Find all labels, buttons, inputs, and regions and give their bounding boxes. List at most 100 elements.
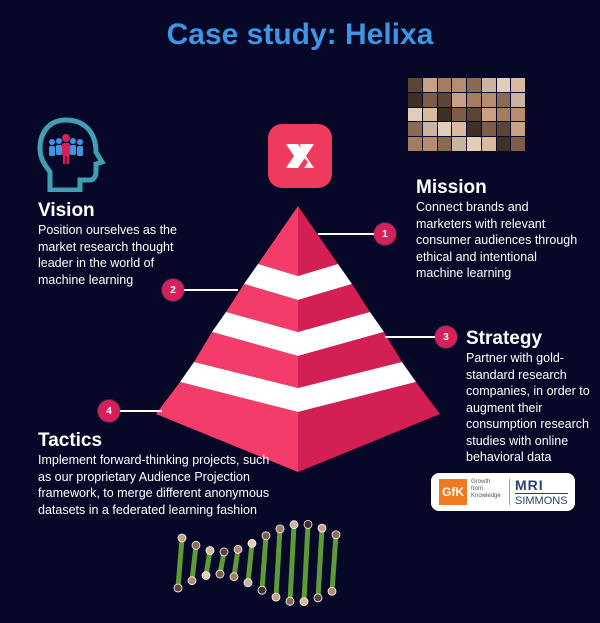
badge-1: 1 xyxy=(374,223,396,245)
dna-photo-node xyxy=(233,544,243,554)
dna-helix-photo-strand xyxy=(173,519,341,607)
pyramid-tier-1-left xyxy=(258,206,298,276)
photo-tile xyxy=(452,78,466,92)
dna-photo-node xyxy=(317,523,327,533)
dna-rung xyxy=(329,534,339,592)
photo-tile xyxy=(496,92,511,107)
dna-photo-node xyxy=(271,592,281,602)
photo-tile xyxy=(511,92,525,107)
dna-rung xyxy=(175,537,185,589)
partner-divider xyxy=(509,479,510,505)
pyramid-tier-1-right xyxy=(298,206,338,276)
photo-tile xyxy=(408,122,422,137)
photo-tile xyxy=(452,107,466,122)
partner-logos-card: GfK Growth from Knowledge MRI SIMMONS xyxy=(431,473,575,511)
photo-tile xyxy=(467,78,481,92)
dna-photo-node xyxy=(327,586,337,596)
dna-photo-node xyxy=(247,538,257,548)
dna-rung xyxy=(189,545,199,581)
dna-photo-node xyxy=(177,533,187,543)
photo-tile xyxy=(437,92,452,107)
badge-2: 2 xyxy=(162,279,184,301)
photo-tile xyxy=(422,107,437,122)
photo-tile xyxy=(511,78,525,92)
connector-3 xyxy=(385,336,435,338)
dna-photo-node xyxy=(303,519,313,529)
dna-rung xyxy=(259,535,269,591)
photo-tile xyxy=(481,122,496,137)
pyramid-tier-3-left xyxy=(194,332,298,388)
tactics-heading: Tactics xyxy=(38,430,103,451)
photo-tile xyxy=(467,107,481,122)
pyramid-tier-4-left xyxy=(156,382,298,472)
dna-photo-node xyxy=(243,578,253,588)
dna-rung xyxy=(315,527,325,599)
people-photo-collage xyxy=(408,78,525,151)
pyramid-tier-2-right xyxy=(298,284,370,332)
dna-photo-node xyxy=(229,572,239,582)
badge-4: 4 xyxy=(98,400,120,422)
photo-tile xyxy=(452,122,466,137)
dna-rung xyxy=(273,528,283,598)
photo-tile xyxy=(481,78,496,92)
dna-photo-node xyxy=(261,531,271,541)
dna-photo-node xyxy=(201,571,211,580)
photo-tile xyxy=(408,92,422,107)
photo-tile xyxy=(496,137,511,151)
tactics-text: Implement forward-thinking projects, suc… xyxy=(38,453,270,517)
photo-tile xyxy=(481,92,496,107)
dna-photo-node xyxy=(187,576,197,586)
photo-tile xyxy=(437,137,452,151)
photo-tile xyxy=(452,137,466,151)
photo-tile xyxy=(496,107,511,122)
photo-tile xyxy=(422,78,437,92)
dna-photo-node xyxy=(205,546,215,555)
photo-tile xyxy=(422,122,437,137)
simmons-logo: SIMMONS xyxy=(515,493,568,507)
dna-rung xyxy=(245,543,255,583)
photo-tile xyxy=(511,107,525,122)
dna-photo-node xyxy=(275,524,285,534)
photo-tile xyxy=(467,92,481,107)
strategy-text: Partner with gold-standard research comp… xyxy=(466,351,590,464)
photo-tile xyxy=(422,137,437,151)
dna-photo-node xyxy=(331,530,341,540)
badge-3: 3 xyxy=(435,326,457,348)
photo-tile xyxy=(496,122,511,137)
vision-text: Position ourselves as the market researc… xyxy=(38,223,177,287)
photo-tile xyxy=(467,122,481,137)
photo-tile xyxy=(452,92,466,107)
dna-photo-node xyxy=(299,597,309,607)
head-with-people-icon xyxy=(37,117,106,192)
photo-tile xyxy=(481,137,496,151)
connector-4 xyxy=(120,410,162,412)
photo-tile xyxy=(496,78,511,92)
dna-photo-node xyxy=(289,520,299,530)
photo-tile xyxy=(437,78,452,92)
mission-text: Connect brands and marketers with releva… xyxy=(416,200,578,280)
dna-rung xyxy=(287,524,297,602)
dna-rung xyxy=(231,548,241,578)
photo-tile xyxy=(467,137,481,151)
pyramid-tier-2-left xyxy=(226,284,298,332)
photo-tile xyxy=(511,137,525,151)
gfk-logo: GfK xyxy=(439,479,467,505)
photo-tile xyxy=(437,107,452,122)
dna-rung xyxy=(301,524,311,602)
photo-tile xyxy=(408,137,422,151)
page-title: Case study: Helixa xyxy=(166,18,434,51)
gfk-tagline: Growth from Knowledge xyxy=(471,479,501,499)
photo-tile xyxy=(481,107,496,122)
dna-photo-node xyxy=(219,547,229,557)
photo-tile xyxy=(408,107,422,122)
photo-tile xyxy=(511,122,525,137)
pyramid-graphic xyxy=(156,206,440,472)
dna-photo-node xyxy=(313,593,323,603)
dna-photo-node xyxy=(257,585,267,595)
pyramid-tier-3-right xyxy=(298,332,402,388)
mission-heading: Mission xyxy=(416,177,487,198)
connector-2 xyxy=(182,289,238,291)
connector-1 xyxy=(318,233,376,235)
dna-photo-node xyxy=(173,583,183,593)
pyramid-tier-4-right xyxy=(298,382,440,472)
